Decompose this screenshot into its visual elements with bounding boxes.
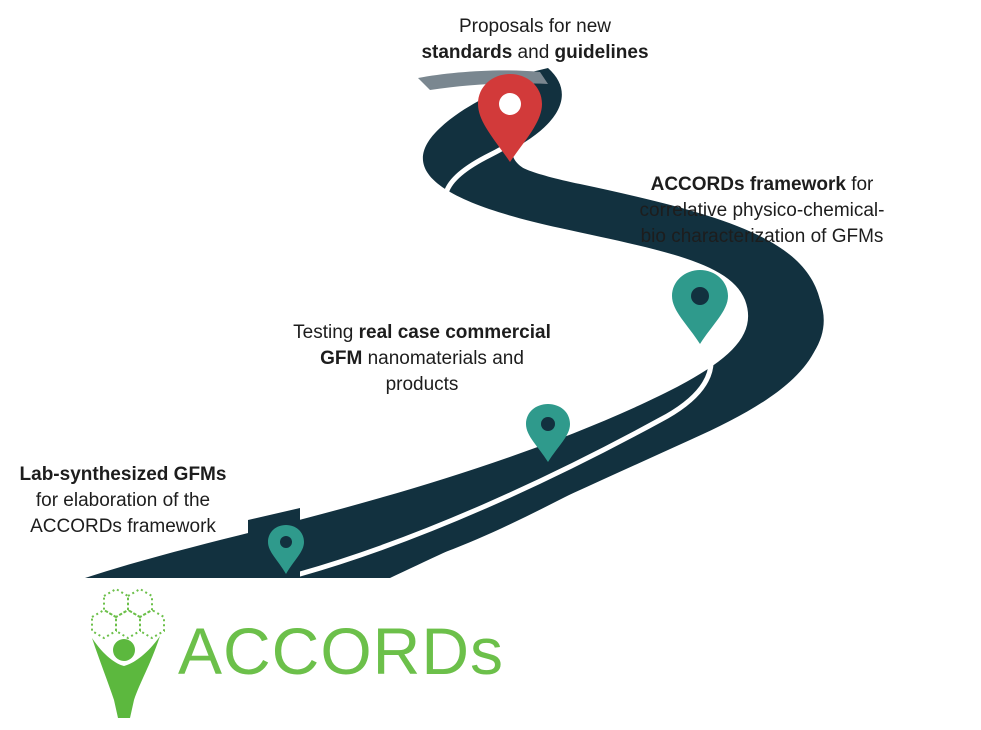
pin-final-standards [478,74,542,162]
standards-mid: and [512,42,555,63]
framework-rest1: for [845,174,874,195]
map-pin-icon [526,404,570,462]
pin-step-framework [672,270,728,344]
standards-bold2: guidelines [554,42,649,63]
framework-line2: correlative physico-chemical- [639,200,885,221]
testing-bold2: GFM [320,348,363,369]
road-ledge [85,508,300,578]
lab-bold: Lab-synthesized GFMs [19,464,227,485]
framework-bold: ACCORDs framework [650,174,846,195]
lab-line3: ACCORDs framework [30,516,216,537]
hexagon-person-logo-icon [91,587,165,718]
milestone-testing-label: Testing real case commercial GFM nanomat… [262,320,582,398]
milestone-framework-label: ACCORDs framework for correlative physic… [592,172,932,250]
pin-step-lab [268,525,304,574]
testing-rest2: nanomaterials and [362,348,524,369]
road-center-line [297,93,714,577]
standards-line1: Proposals for new [458,16,612,37]
testing-pre: Testing [293,322,359,343]
map-pin-icon [268,525,304,574]
milestone-standards-label: Proposals for new standards and guidelin… [400,14,670,66]
lab-line2: for elaboration of the [35,490,211,511]
road-body [85,68,823,578]
map-pin-icon [478,74,542,162]
testing-line3: products [385,374,459,395]
accords-logo-text: ACCORDs [178,614,505,688]
milestone-lab-label: Lab-synthesized GFMs for elaboration of … [8,462,238,540]
map-pin-icon [672,270,728,344]
testing-bold1: real case commercial [358,322,551,343]
pin-step-testing [526,404,570,462]
framework-line3: bio characterization of GFMs [640,226,884,247]
standards-bold1: standards [421,42,513,63]
